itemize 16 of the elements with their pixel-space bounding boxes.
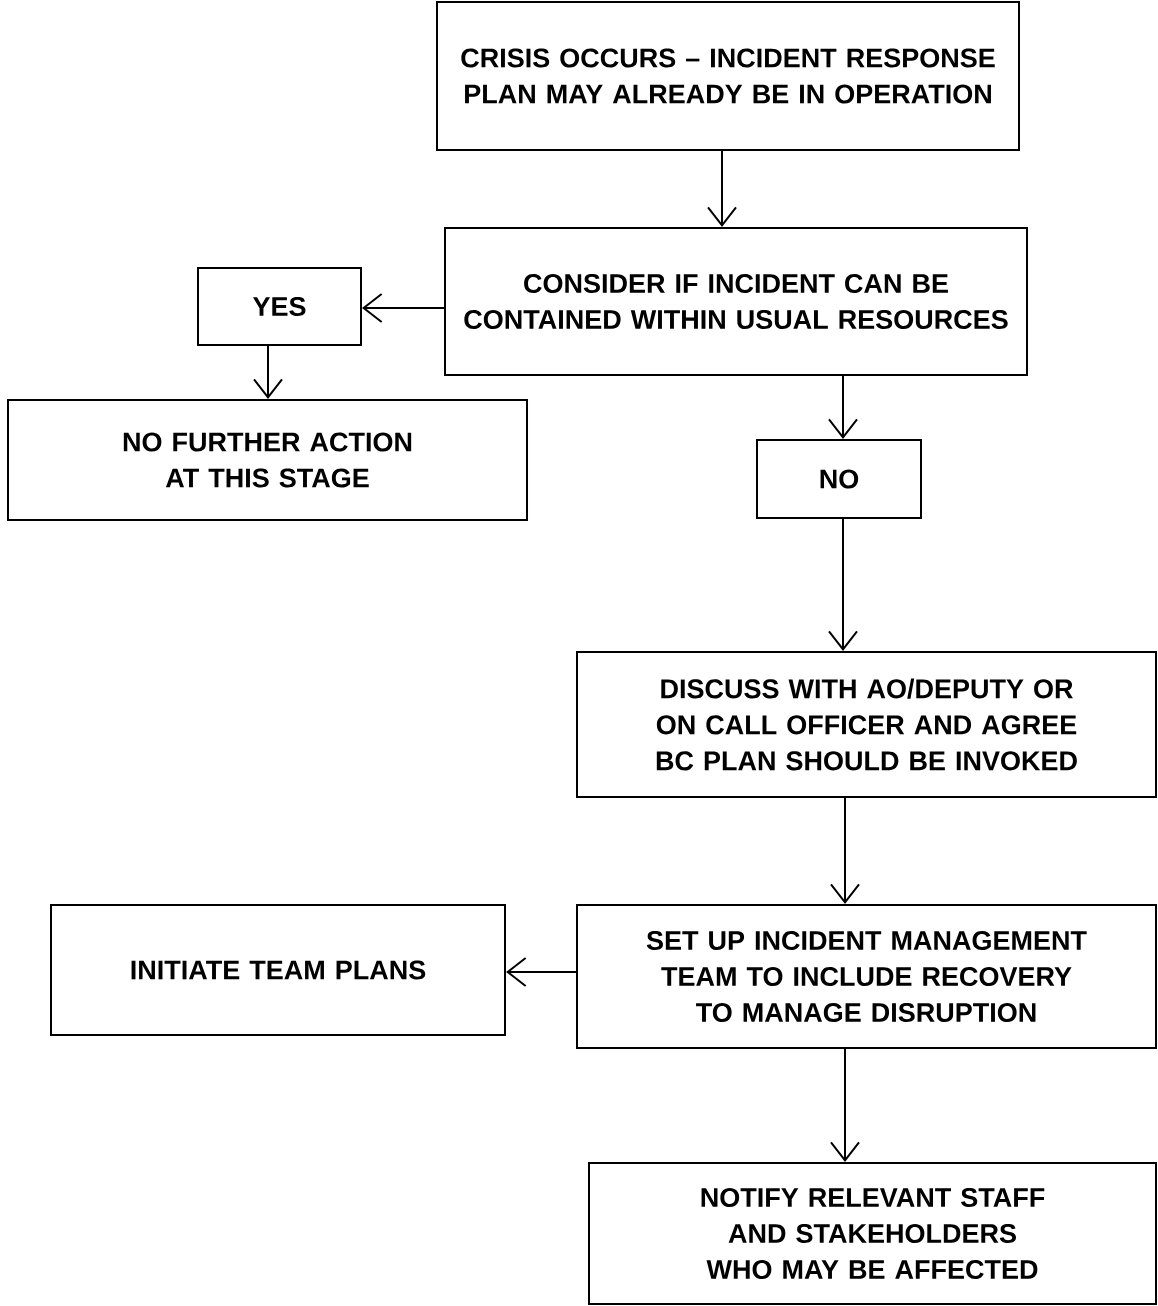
process-box: INITIATE TEAM PLANS — [50, 904, 506, 1036]
arrow — [828, 518, 858, 651]
arrow — [707, 150, 737, 227]
process-box: CRISIS OCCURS – INCIDENT RESPONSE PLAN MAY ALREADY BE IN OPERATION — [436, 1, 1020, 151]
arrow — [506, 957, 577, 987]
process-box: NOTIFY RELEVANT STAFF AND STAKEHOLDERS WHO MAY BE AFFECTED — [588, 1162, 1157, 1305]
process-box: CONSIDER IF INCIDENT CAN BE CONTAINED WITHIN USUAL RESOURCES — [444, 227, 1028, 376]
arrow — [828, 375, 858, 439]
process-box: SET UP INCIDENT MANAGEMENT TEAM TO INCLUDE RECOVERY TO MANAGE DISRUPTION — [576, 904, 1157, 1049]
arrow — [830, 797, 860, 904]
process-box: NO FURTHER ACTION AT THIS STAGE — [7, 399, 528, 521]
answer-box: NO — [756, 439, 922, 519]
process-box: DISCUSS WITH AO/DEPUTY OR ON CALL OFFICER AND AGREE BC PLAN SHOULD BE INVOKED — [576, 651, 1157, 798]
arrow — [830, 1048, 860, 1162]
arrow — [362, 293, 445, 323]
answer-box: YES — [197, 267, 362, 346]
